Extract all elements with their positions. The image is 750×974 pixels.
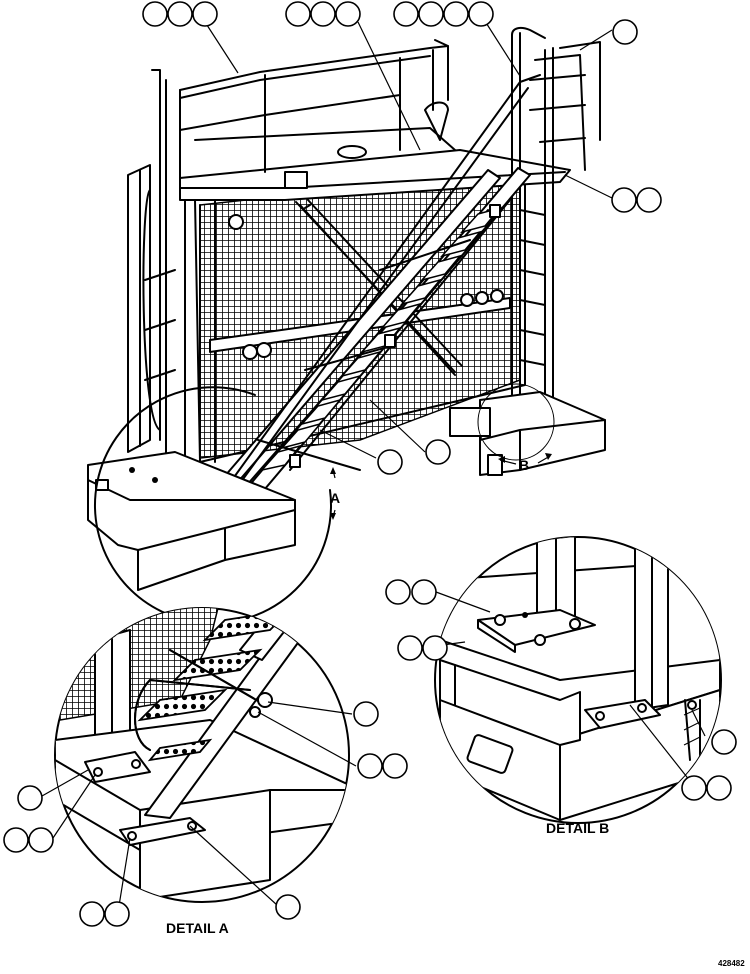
- callout-detail-b-right: [711, 729, 737, 755]
- callout-group-detail-b-lower: [397, 635, 448, 661]
- detail-b-letter: B: [519, 457, 529, 473]
- callout-group-stair-mid: [377, 439, 451, 475]
- callout-bubbles: [3, 1, 737, 927]
- callout-group-platform-right: [611, 187, 662, 213]
- callout-group-detail-b-bottom: [681, 775, 732, 801]
- detail-a-letter: A: [330, 490, 340, 506]
- figure-number: 428482: [718, 959, 745, 968]
- port-circles: [228, 214, 504, 360]
- detail-b-title: DETAIL B: [546, 820, 609, 836]
- left-base-skid: [87, 451, 296, 591]
- callout-group-detail-a-right: [357, 753, 408, 779]
- detail-a-callout: [330, 467, 336, 520]
- callout-group-top-left: [142, 1, 218, 27]
- top-guard-rail: [179, 45, 449, 91]
- detail-a-title: DETAIL A: [166, 920, 229, 936]
- callout-group-detail-a-bottom-left: [79, 901, 130, 927]
- callout-leaders: [41, 17, 706, 913]
- callout-group-top-center: [285, 1, 361, 27]
- callout-detail-a-pin: [353, 701, 379, 727]
- detail-a: [54, 607, 350, 903]
- callout-ladder-rail: [612, 19, 638, 45]
- main-assembly: [87, 26, 606, 625]
- callout-group-detail-a-left-2: [3, 827, 54, 853]
- detail-b: [434, 536, 722, 824]
- callout-detail-a-bottom: [275, 894, 301, 920]
- callout-detail-a-left-1: [17, 785, 43, 811]
- detail-b-callout: [498, 453, 552, 465]
- callout-group-detail-b-upper: [385, 579, 437, 605]
- callout-group-top-right: [393, 1, 494, 27]
